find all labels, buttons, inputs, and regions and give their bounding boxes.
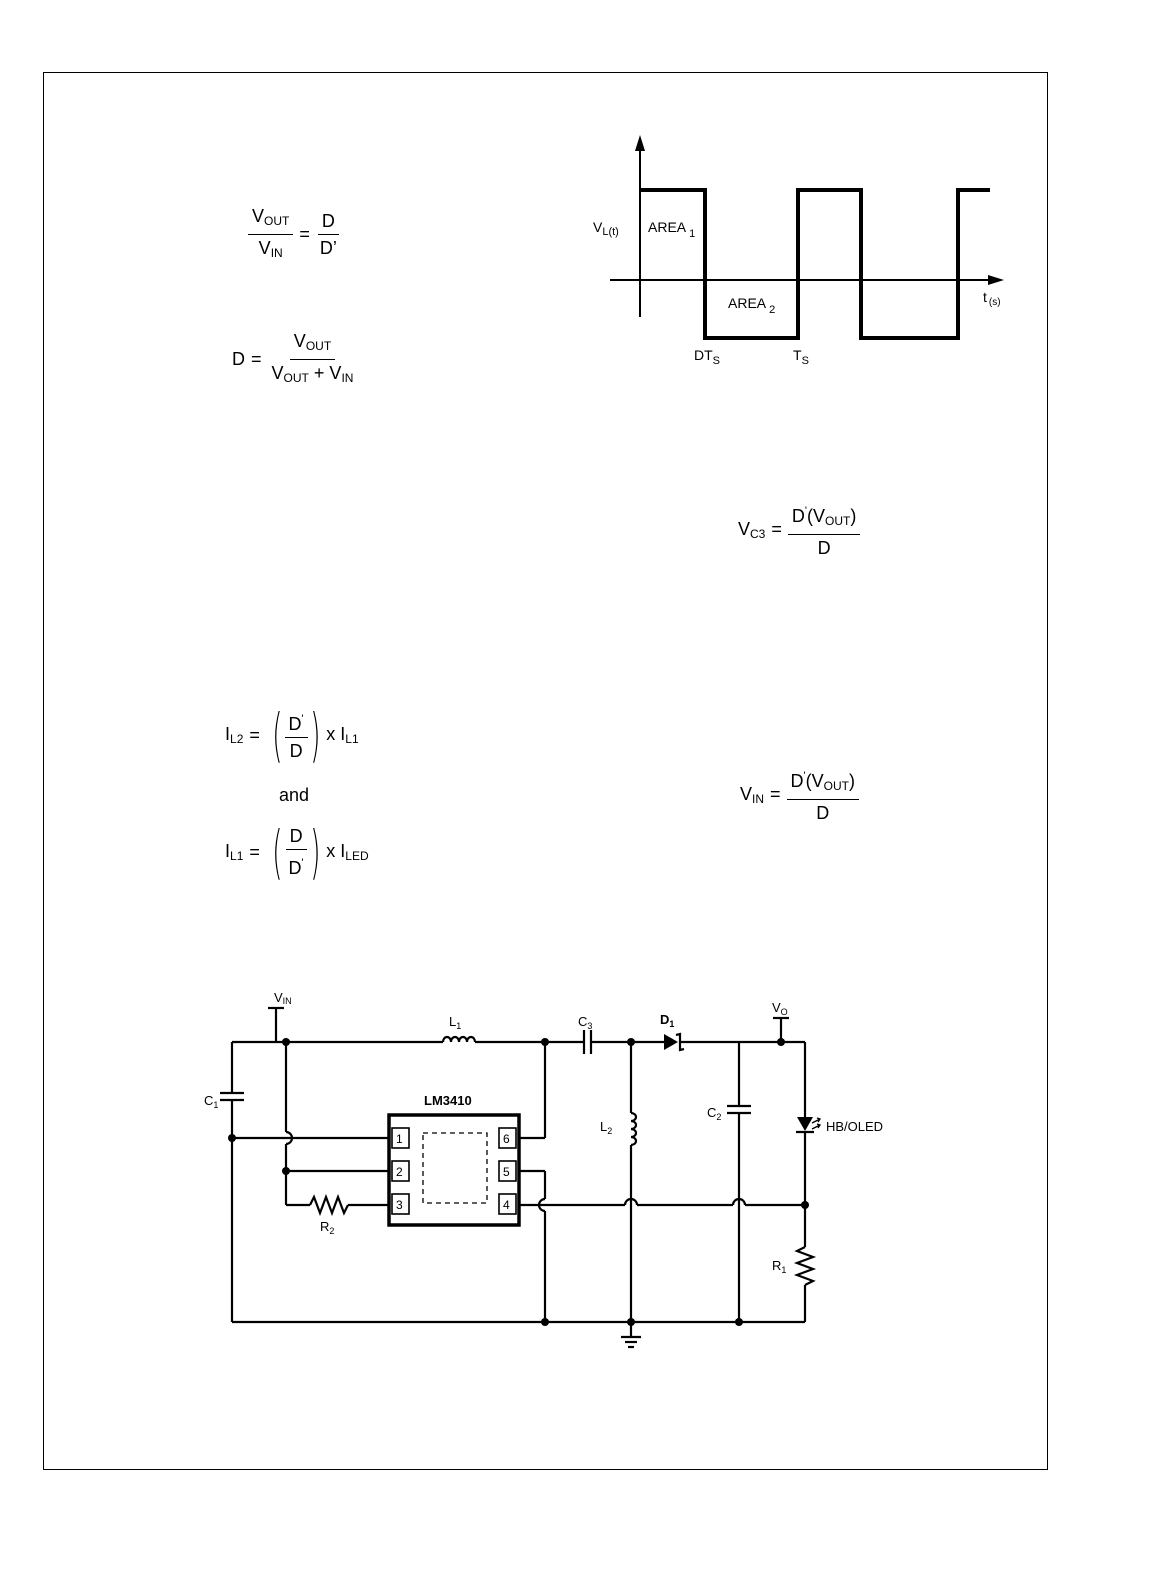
pin-label-5: 5	[503, 1165, 510, 1179]
label-l1: L1	[449, 1014, 461, 1031]
label-led: HB/OLED	[826, 1119, 883, 1134]
resistor-r1	[797, 1247, 813, 1285]
ic-exposed-pad	[423, 1133, 487, 1203]
square-wave	[640, 190, 990, 338]
diode-d1	[664, 1034, 678, 1050]
tick-dts: DTS	[694, 347, 720, 367]
label-d1: D1	[660, 1012, 674, 1029]
led-hb-oled	[797, 1117, 813, 1131]
resistor-r2	[310, 1197, 348, 1213]
label-vo: VO	[772, 1000, 788, 1017]
label-c2: C2	[707, 1105, 721, 1122]
equation-il2: IL2 = ( D' D ) x IL1	[225, 706, 359, 764]
x-axis-arrow	[988, 275, 1004, 285]
label-r2: R2	[320, 1219, 334, 1236]
inductor-l2	[631, 1113, 636, 1145]
pin-label-3: 3	[396, 1198, 403, 1212]
label-c1: C1	[204, 1093, 218, 1110]
label-c3: C3	[578, 1014, 592, 1031]
led-emission-arrows	[812, 1118, 820, 1129]
equation-il1: IL1 = ( D D' ) x ILED	[225, 823, 369, 881]
equation-conversion-ratio: VOUT VIN = D D’	[248, 205, 341, 264]
xlabel: t(s)	[983, 289, 1001, 308]
pin-label-4: 4	[503, 1198, 510, 1212]
ylabel: VL(t)	[593, 219, 619, 238]
tick-ts: TS	[793, 347, 809, 367]
inductor-l1	[443, 1037, 475, 1042]
equation-vc3: VC3 = D'(VOUT) D	[738, 500, 860, 559]
pin-label-6: 6	[503, 1132, 510, 1146]
equation-vin: VIN = D'(VOUT) D	[740, 765, 859, 824]
pin-label-2: 2	[396, 1165, 403, 1179]
equation-duty-cycle: D = VOUT VOUT + VIN	[232, 330, 357, 389]
label-r1: R1	[772, 1258, 786, 1275]
and-text: and	[279, 785, 309, 806]
label-vin: VIN	[274, 990, 292, 1006]
pin-label-1: 1	[396, 1132, 403, 1146]
sepic-schematic: VIN L1 C3 D1 VO C1 LM3410 1 2 3 6 5 4 L2…	[180, 985, 920, 1360]
label-ic: LM3410	[424, 1093, 472, 1108]
y-axis-arrow	[635, 135, 645, 151]
label-l2: L2	[600, 1119, 612, 1136]
